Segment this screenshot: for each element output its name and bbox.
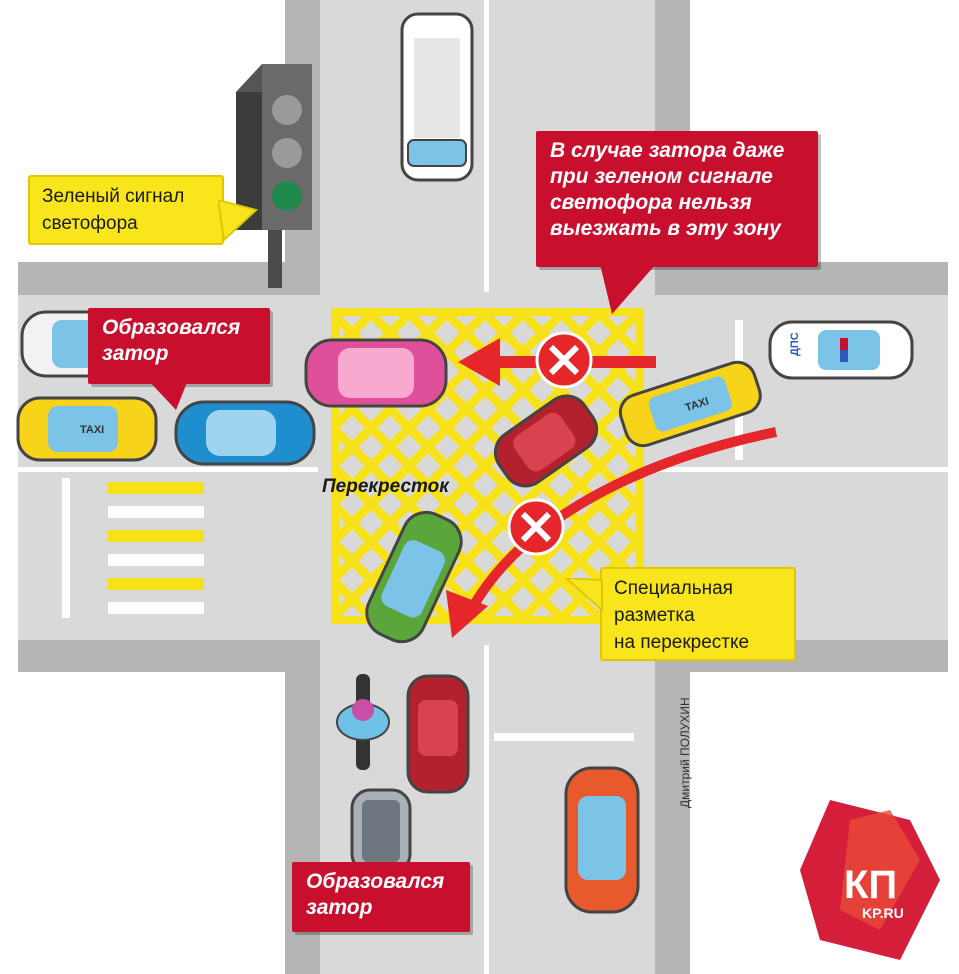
pink-car xyxy=(304,338,448,408)
logo-sub: KP.RU xyxy=(862,905,904,921)
police-car: ДПС xyxy=(768,320,914,380)
waffle-line xyxy=(517,494,640,620)
callout-special-marking-tail xyxy=(566,578,603,613)
lane-line-right xyxy=(655,467,948,472)
forbidden-x-top xyxy=(535,331,593,389)
author-credit: Дмитрий ПОЛУХИН xyxy=(678,697,692,808)
callout-jam-bottom: Образовался затор xyxy=(292,862,470,932)
sidewalk-bottom-left xyxy=(18,640,320,974)
red-arrows xyxy=(446,338,778,638)
intersection-label: Перекресток xyxy=(322,476,449,497)
red-lamp xyxy=(272,95,302,125)
callout-warning-zone: В случае затора даже при зеленом сигнале… xyxy=(536,131,818,267)
crosswalk xyxy=(108,482,204,614)
stop-line-bottom xyxy=(494,733,634,741)
taxi-right: TAXI xyxy=(618,360,762,448)
callout-jam-bottom-line-2: затор xyxy=(306,896,373,919)
grey-car-bottom xyxy=(350,788,412,874)
callout-special-marking: Специальная разметка на перекрестке xyxy=(600,567,796,661)
kp-logo: КП KP.RU xyxy=(800,800,940,960)
lane-line-top xyxy=(484,0,489,292)
waffle-box-border xyxy=(331,308,644,624)
sidewalk-top-left xyxy=(18,0,320,295)
green-car xyxy=(365,510,463,644)
callout-green-signal: Зеленый сигнал светофора xyxy=(28,175,224,245)
taxi-left: TAXI xyxy=(16,396,158,462)
forbidden-x-bottom xyxy=(507,498,565,556)
callout-green-signal-tail xyxy=(218,200,258,243)
sidewalk-bottom-right xyxy=(655,640,948,974)
green-lamp xyxy=(272,181,302,211)
traffic-light xyxy=(236,64,312,288)
callout-green-signal-line-2: светофора xyxy=(42,213,138,234)
lane-line-left xyxy=(18,467,318,472)
blue-car-left xyxy=(174,400,316,466)
callout-jam-left-tail xyxy=(148,380,188,410)
callout-jam-left-line-2: затор xyxy=(102,342,169,365)
van-top xyxy=(400,12,474,182)
lane-line-bottom xyxy=(484,645,489,974)
red-car-bottom xyxy=(406,674,470,794)
callout-green-signal-line-1: Зеленый сигнал xyxy=(42,186,185,207)
logo-main: КП xyxy=(844,863,897,907)
waffle-line xyxy=(335,537,415,620)
yellow-lamp xyxy=(272,138,302,168)
callout-jam-left: Образовался затор xyxy=(88,308,270,384)
motorcycle xyxy=(336,674,390,770)
callout-warning-line-1: В случае затора даже xyxy=(550,139,785,162)
maroon-car-box xyxy=(493,394,599,488)
callout-special-marking-line-3: на перекрестке xyxy=(614,632,750,653)
callout-jam-left-line-1: Образовался xyxy=(102,316,241,339)
callout-special-marking-line-2: разметка xyxy=(614,605,695,626)
callout-jam-bottom-line-1: Образовался xyxy=(306,870,445,893)
callout-warning-line-2: при зеленом сигнале xyxy=(550,165,773,188)
callout-warning-line-4: выезжать в эту зону xyxy=(550,217,781,240)
police-sign: ДПС xyxy=(789,332,801,356)
callout-special-marking-line-1: Специальная xyxy=(614,578,733,599)
stop-line-left xyxy=(62,478,70,618)
taxi-sign-left: TAXI xyxy=(80,424,104,436)
callout-warning-line-3: светофора нельзя xyxy=(550,191,752,214)
callout-warning-tail xyxy=(600,264,656,314)
orange-car-bottom xyxy=(564,766,640,914)
